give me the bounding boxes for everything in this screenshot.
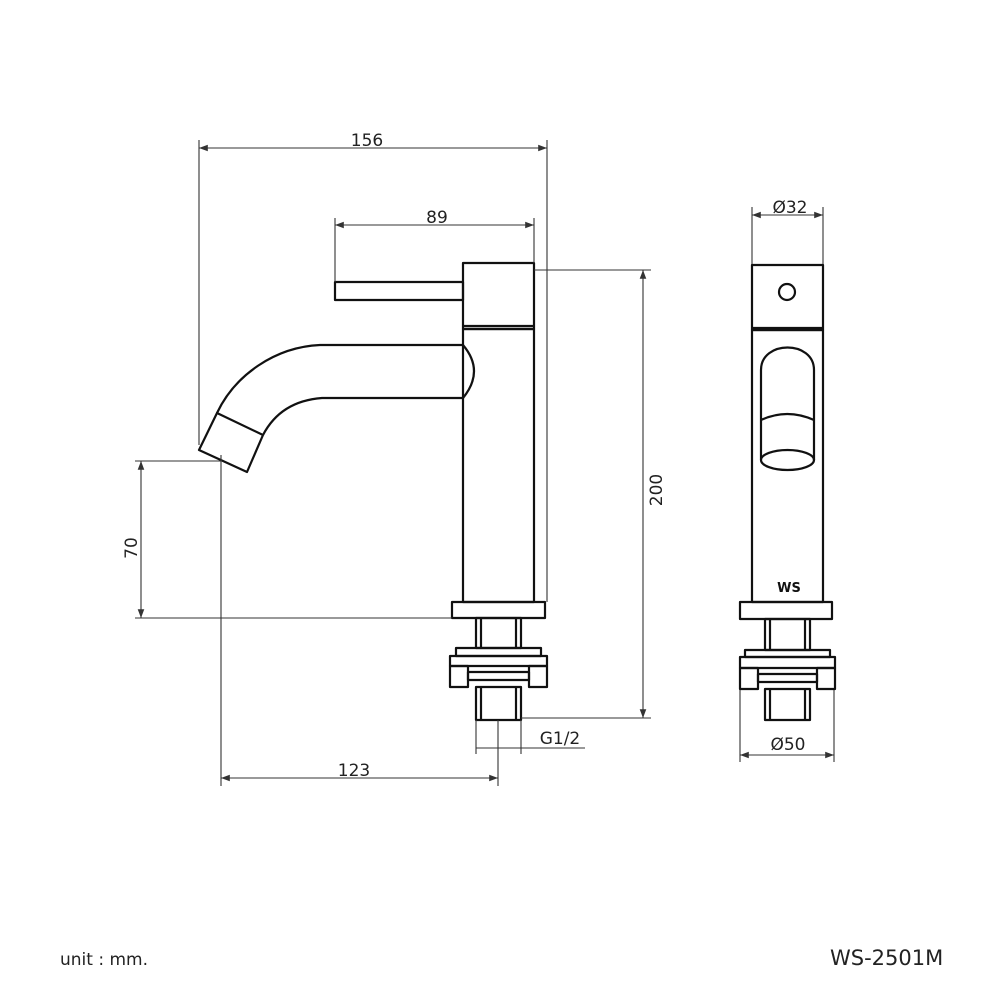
hole-icon bbox=[777, 282, 797, 302]
dim-70: 70 bbox=[122, 537, 142, 559]
nut-top bbox=[448, 654, 549, 668]
front-cap bbox=[750, 263, 825, 332]
base-flange bbox=[450, 600, 547, 620]
model-number: WS-2501M bbox=[830, 946, 944, 970]
dim-diameter-50: Ø50 bbox=[770, 735, 805, 755]
dim-156: 156 bbox=[351, 131, 383, 151]
shank bbox=[474, 616, 523, 650]
dim-diameter-32: Ø32 bbox=[772, 198, 807, 218]
lever-handle bbox=[333, 280, 465, 302]
dimension-labels: 156 89 200 70 123 G1/2 Ø32 Ø50 bbox=[122, 131, 808, 781]
spout-joint bbox=[462, 344, 476, 399]
dim-123: 123 bbox=[338, 761, 370, 781]
spout-outer bbox=[216, 343, 463, 414]
spout-inner bbox=[262, 396, 463, 436]
dim-89: 89 bbox=[426, 208, 448, 228]
front-body bbox=[750, 328, 825, 604]
dim-200: 200 bbox=[647, 474, 667, 506]
dim-thread: G1/2 bbox=[540, 729, 581, 749]
brand-logo: WS bbox=[777, 581, 801, 596]
front-base-flange bbox=[738, 600, 834, 621]
cap bbox=[461, 261, 536, 331]
thread bbox=[474, 685, 523, 722]
side-view bbox=[197, 261, 549, 722]
aerator bbox=[197, 411, 265, 474]
spout-opening bbox=[759, 346, 816, 460]
unit-label: unit : mm. bbox=[60, 950, 148, 970]
dimension-lines bbox=[135, 140, 835, 786]
front-view: WS bbox=[738, 263, 837, 722]
washer bbox=[454, 646, 543, 658]
